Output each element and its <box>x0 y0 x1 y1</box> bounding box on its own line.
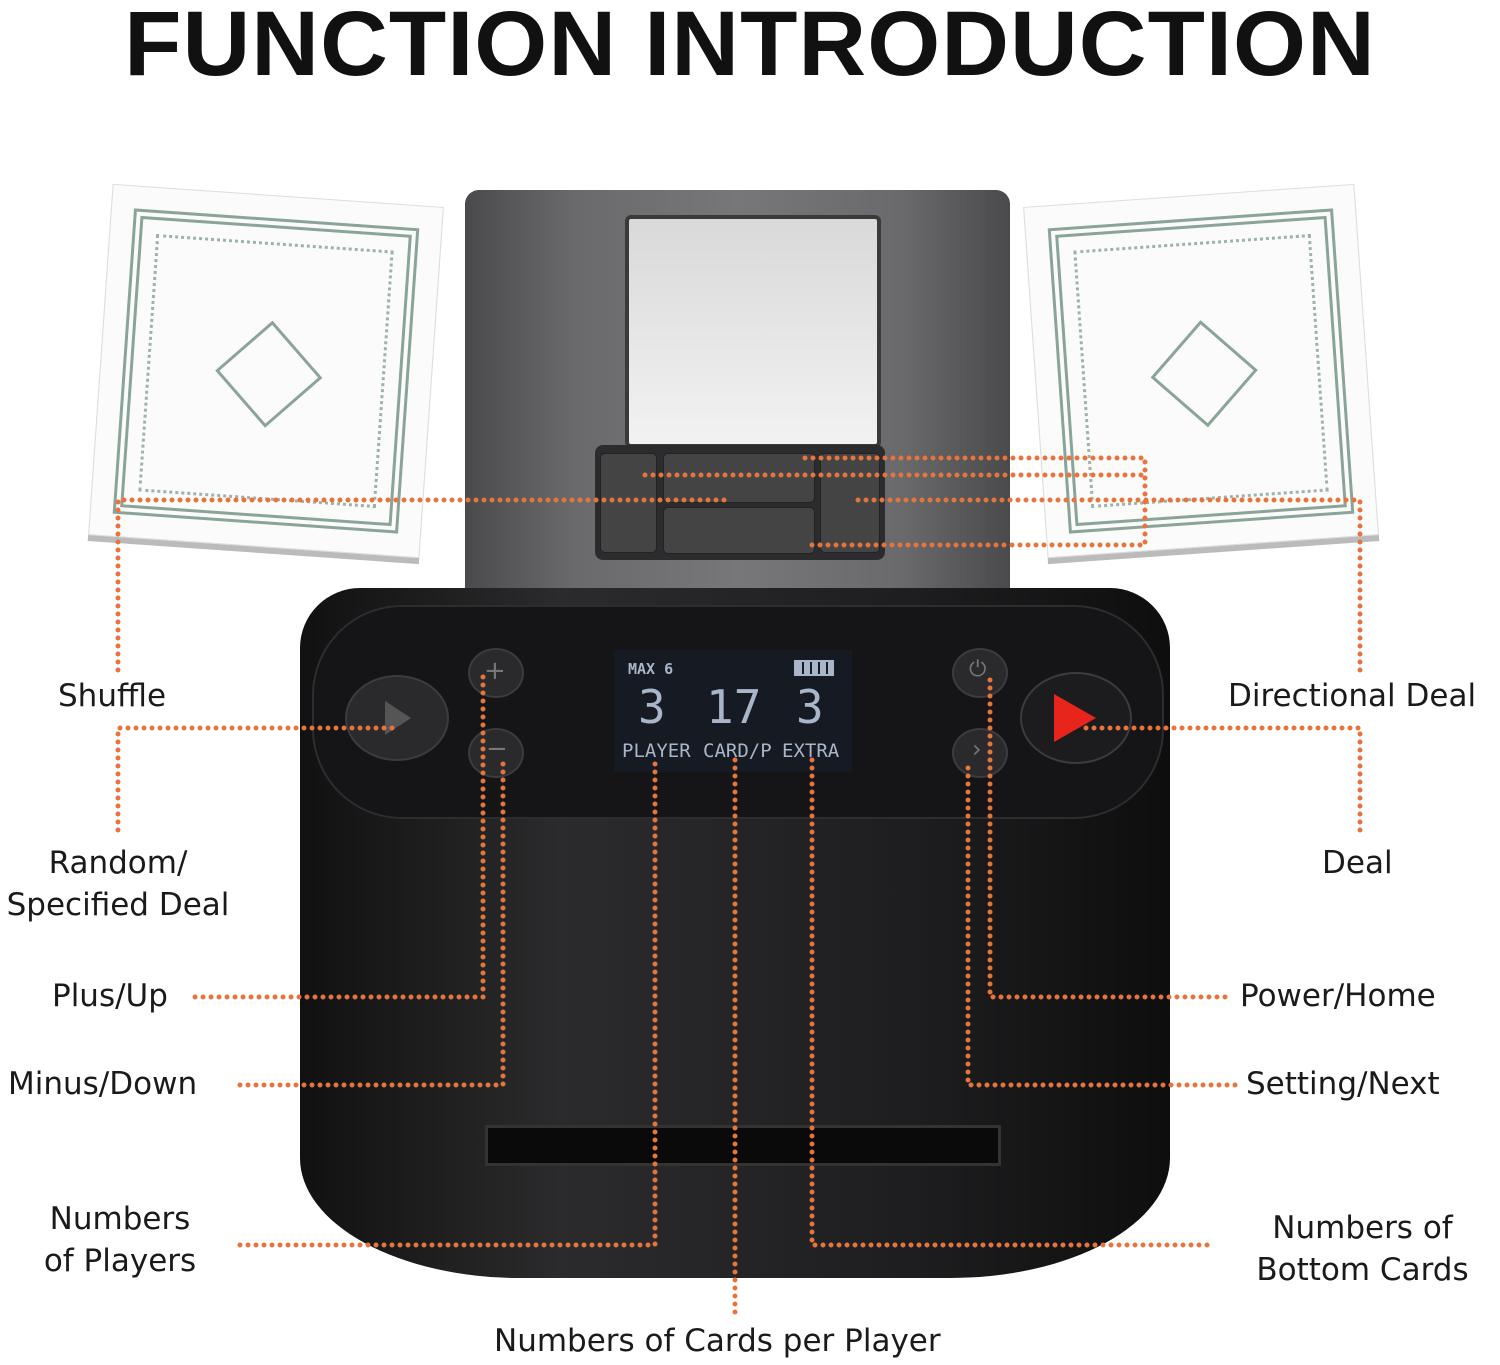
label-line: Bottom Cards <box>1256 1252 1469 1288</box>
minus-button[interactable]: − <box>468 728 524 778</box>
extra-value: 3 <box>796 680 824 734</box>
max-players-indicator: MAX 6 <box>628 660 674 678</box>
label-directional-deal: Directional Deal <box>1228 678 1477 714</box>
label-deal: Deal <box>1322 845 1393 881</box>
leader-directional-deal <box>852 497 1363 673</box>
cards-caption: CARD/P <box>703 740 772 762</box>
leader-shuffle <box>115 497 733 673</box>
card-output-slot <box>485 1125 1001 1166</box>
label-plus-up: Plus/Up <box>52 978 168 1014</box>
power-icon: ⏻ <box>969 657 987 682</box>
players-caption: PLAYER <box>622 740 691 762</box>
play-icon <box>1054 694 1096 742</box>
page-title: FUNCTION INTRODUCTION <box>124 0 1376 95</box>
leader-pad-up <box>802 455 1148 548</box>
chevron-right-icon: › <box>972 735 982 763</box>
up-pad-button[interactable] <box>663 453 815 503</box>
right-pad-button[interactable] <box>820 453 880 553</box>
battery-icon <box>794 660 834 676</box>
label-setting-next: Setting/Next <box>1246 1066 1440 1102</box>
label-random-specified-deal: Random/ Specified Deal <box>0 842 236 926</box>
label-line: of Players <box>43 1243 197 1279</box>
label-shuffle: Shuffle <box>58 678 167 714</box>
leader-plus-up <box>192 672 486 1000</box>
plus-icon: + <box>484 656 506 686</box>
label-minus-down: Minus/Down <box>8 1066 198 1102</box>
leader-power-home <box>987 672 1228 1000</box>
play-outline-icon <box>385 701 411 735</box>
label-power-home: Power/Home <box>1240 978 1436 1014</box>
leader-setting-next <box>965 757 1238 1088</box>
down-pad-button[interactable] <box>663 507 815 554</box>
top-control-pad <box>595 445 885 560</box>
leader-deal <box>1077 725 1363 833</box>
leader-bottom-cards <box>809 757 1213 1248</box>
label-bottom-cards: Numbers of Bottom Cards <box>1240 1207 1485 1291</box>
players-value: 3 <box>638 680 666 734</box>
label-line: Numbers of <box>1272 1210 1453 1246</box>
leader-minus-down <box>237 757 506 1088</box>
label-line: Numbers <box>49 1201 191 1237</box>
extra-caption: EXTRA <box>782 740 840 762</box>
leader-random-deal <box>115 725 403 833</box>
leader-players <box>237 757 658 1248</box>
left-pad-button[interactable] <box>600 453 657 553</box>
power-button[interactable]: ⏻ <box>952 648 1008 698</box>
label-line: Random/ <box>48 845 188 881</box>
label-line: Specified Deal <box>6 887 230 923</box>
deal-button[interactable] <box>1020 672 1132 764</box>
label-cards-per-player: Numbers of Cards per Player <box>494 1323 941 1359</box>
minus-icon: − <box>486 734 508 764</box>
shuffle-button[interactable] <box>345 675 449 761</box>
plus-button[interactable]: + <box>468 648 524 698</box>
setting-button[interactable]: › <box>952 728 1008 778</box>
label-numbers-of-players: Numbers of Players <box>20 1198 220 1282</box>
cards-value: 17 <box>706 680 762 734</box>
lcd-display: MAX 6 3 17 3 PLAYER CARD/P EXTRA <box>614 650 852 772</box>
